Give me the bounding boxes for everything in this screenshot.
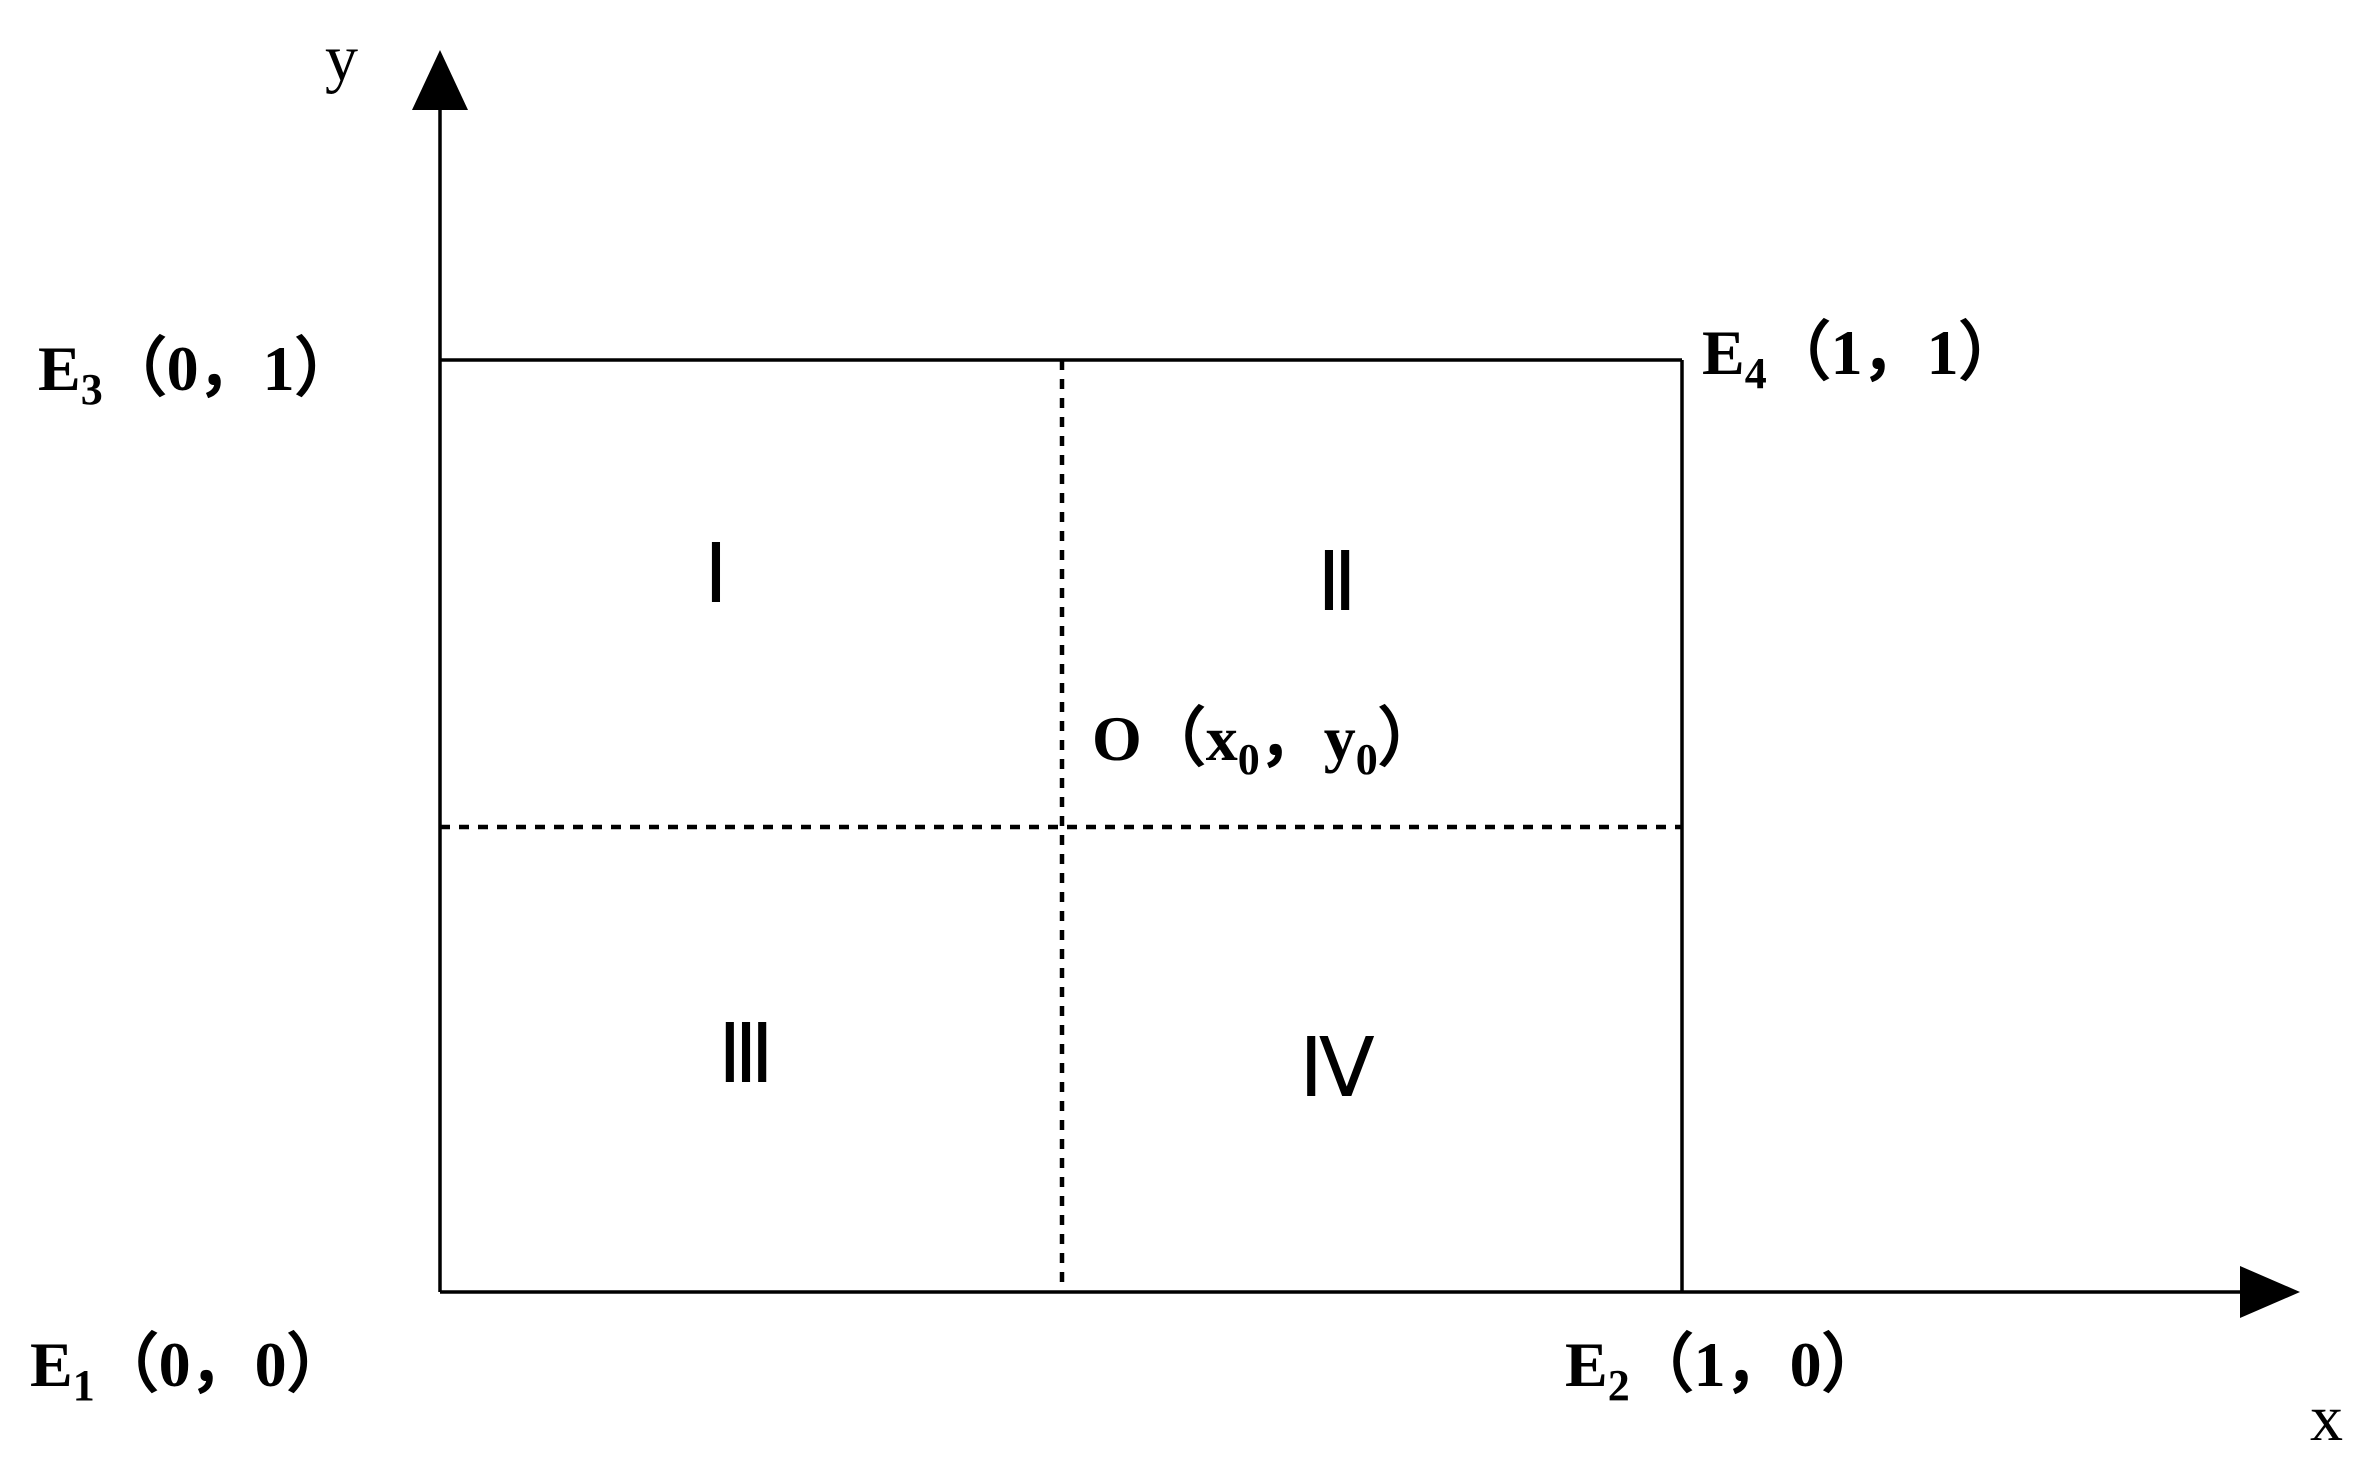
region-label-4: Ⅳ <box>1299 1023 1375 1114</box>
y-axis-label: y <box>325 22 358 95</box>
y-axis-arrow-icon <box>412 50 468 110</box>
corner-label-e3: E3（0，1） <box>38 333 359 414</box>
corner-label-e4: E4（1，1） <box>1702 317 2023 398</box>
region-label-3: Ⅲ <box>718 1009 775 1100</box>
region-label-1: Ⅰ <box>704 529 728 620</box>
region-label-2: Ⅱ <box>1317 537 1357 628</box>
x-axis-label: x <box>2310 1382 2343 1455</box>
center-point-label: O（x0，y0） <box>1092 703 1442 784</box>
x-axis-arrow-icon <box>2240 1266 2300 1318</box>
corner-label-e1: E1（0，0） <box>30 1329 351 1410</box>
corner-label-e2: E2（1，0） <box>1565 1329 1886 1410</box>
